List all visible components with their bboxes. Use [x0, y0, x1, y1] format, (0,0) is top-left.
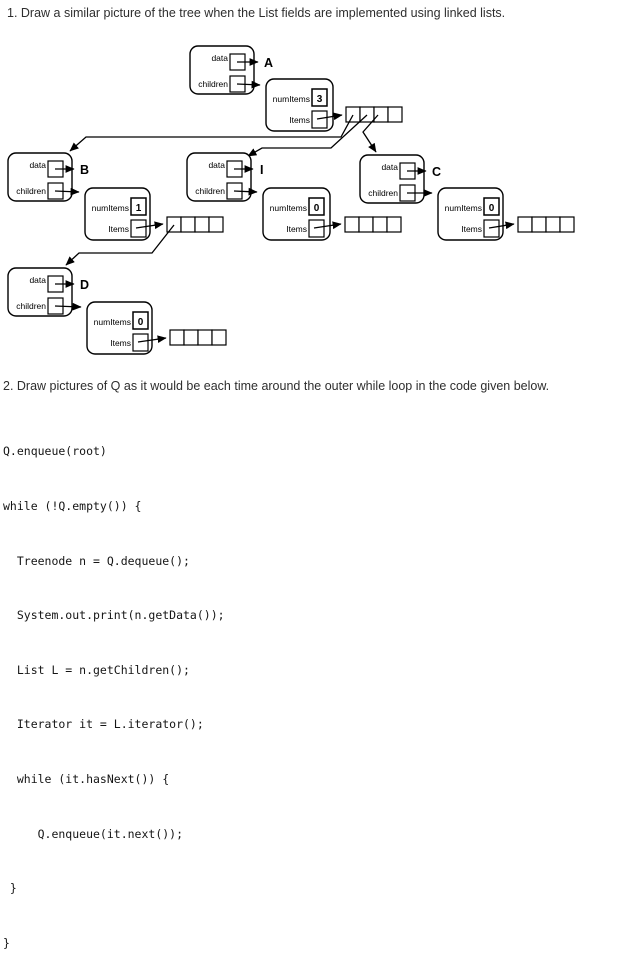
numitems-label: numItems: [445, 203, 482, 213]
numitems-label: numItems: [273, 94, 310, 104]
items-array-a: [345, 106, 403, 123]
tree-node-i: data children I: [186, 152, 263, 202]
items-label: Items: [108, 224, 129, 234]
data-field-label: data: [381, 162, 398, 172]
children-field-label: children: [16, 186, 46, 196]
items-label: Items: [110, 338, 131, 348]
list-node-a: numItems 3 Items: [265, 78, 343, 132]
numitems-value-c: 0: [489, 203, 495, 214]
list-node-d: numItems 0 Items: [86, 301, 167, 355]
tree-node-b: data children B: [7, 152, 89, 202]
arrow-a-to-b: [69, 114, 354, 152]
numitems-label: numItems: [94, 317, 131, 327]
numitems-label: numItems: [270, 203, 307, 213]
node-c-value: C: [432, 165, 441, 179]
data-field-label: data: [29, 160, 46, 170]
tree-diagram: data children A numItems 3 Items data ch…: [7, 45, 575, 355]
items-array-d: [169, 329, 227, 346]
items-label: Items: [286, 224, 307, 234]
tree-node-d: data children D: [7, 267, 89, 317]
children-field-label: children: [198, 79, 228, 89]
code-line: }: [3, 881, 17, 896]
items-array-c: [517, 216, 575, 233]
data-field-label: data: [211, 53, 228, 63]
numitems-value-a: 3: [317, 94, 323, 105]
numitems-value-d: 0: [138, 317, 144, 328]
items-array-b: [166, 216, 224, 233]
question-2-text: 2. Draw pictures of Q as it would be eac…: [3, 379, 550, 393]
tree-node-a: data children A: [189, 45, 273, 95]
node-d-value: D: [80, 278, 89, 292]
code-block: Q.enqueue(root) while (!Q.empty()) { Tre…: [3, 406, 225, 970]
items-array-i: [344, 216, 402, 233]
page: { "question1": "1. Draw a similar pictur…: [3, 6, 575, 950]
code-line: while (it.hasNext()) {: [3, 772, 170, 787]
list-node-i: numItems 0 Items: [262, 187, 342, 241]
node-b-value: B: [80, 163, 89, 177]
code-line: Treenode n = Q.dequeue();: [3, 553, 190, 568]
code-line: List L = n.getChildren();: [3, 662, 190, 677]
numitems-label: numItems: [92, 203, 129, 213]
list-node-b: numItems 1 Items: [84, 187, 164, 241]
arrow-a-to-i: [247, 114, 368, 157]
code-line: Q.enqueue(root): [3, 444, 107, 459]
code-line: }: [3, 935, 10, 950]
node-i-value: I: [260, 163, 263, 177]
children-field-label: children: [368, 188, 398, 198]
items-label: Items: [289, 115, 310, 125]
question-1-text: 1. Draw a similar picture of the tree wh…: [7, 6, 506, 20]
node-a-value: A: [264, 56, 273, 70]
code-line: Iterator it = L.iterator();: [3, 717, 204, 732]
code-line: Q.enqueue(it.next());: [3, 826, 184, 841]
code-line: System.out.print(n.getData());: [3, 608, 225, 623]
children-field-label: children: [16, 301, 46, 311]
items-label: Items: [461, 224, 482, 234]
numitems-value-i: 0: [314, 203, 320, 214]
data-field-label: data: [29, 275, 46, 285]
children-field-label: children: [195, 186, 225, 196]
arrow-b-to-d: [65, 224, 175, 266]
data-field-label: data: [208, 160, 225, 170]
arrow-a-to-c: [362, 114, 379, 153]
code-line: while (!Q.empty()) {: [3, 499, 142, 514]
numitems-value-b: 1: [136, 203, 142, 214]
list-node-c: numItems 0 Items: [437, 187, 515, 241]
tree-node-c: data children C: [359, 154, 441, 204]
